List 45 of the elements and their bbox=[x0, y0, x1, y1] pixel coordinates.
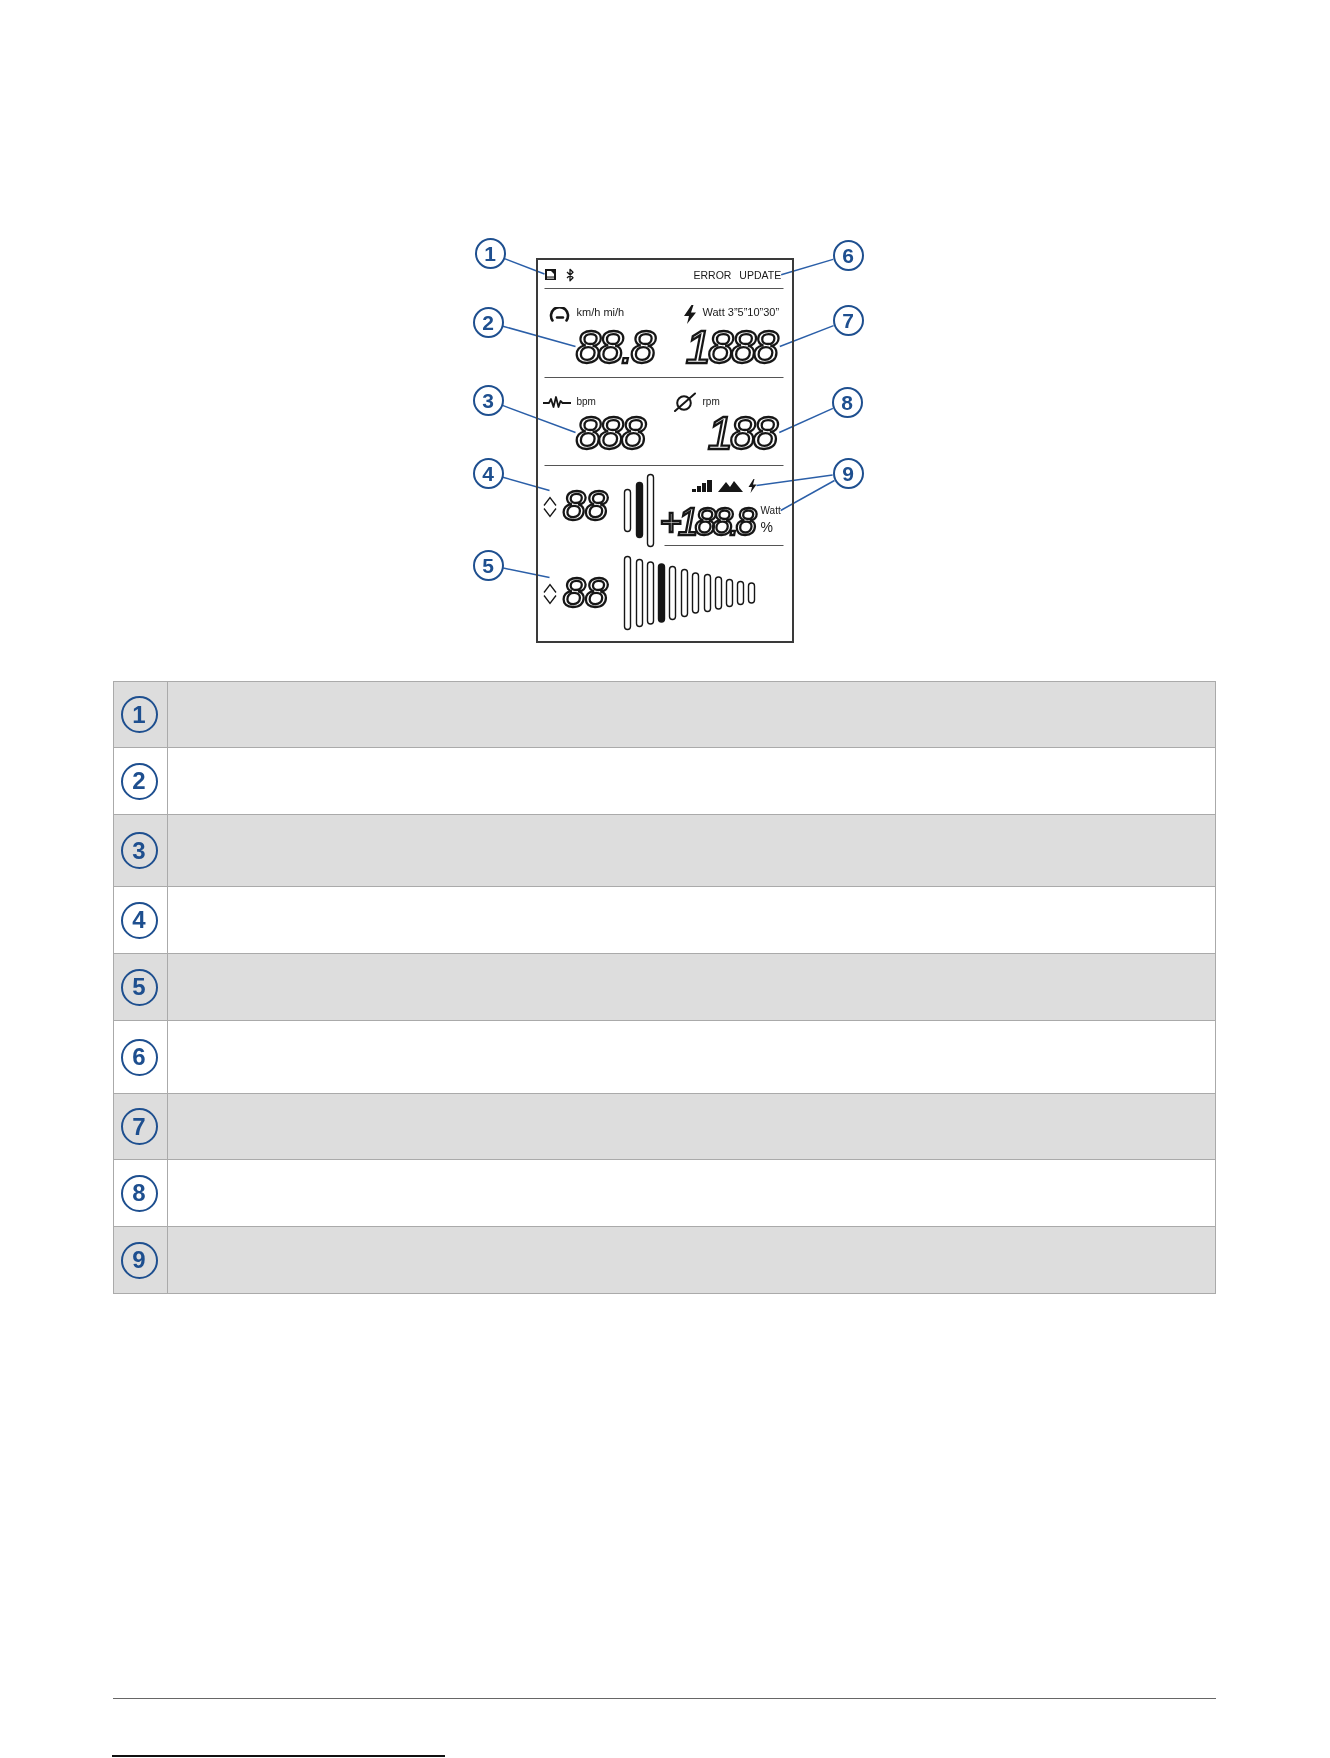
leader-line bbox=[779, 324, 835, 348]
callout-number: 4 bbox=[120, 901, 158, 939]
unit-label: bpm bbox=[576, 396, 596, 407]
leader-line bbox=[755, 474, 834, 487]
leader-line bbox=[503, 257, 546, 275]
digit-readout: 888 bbox=[575, 409, 648, 456]
callout-number: 5 bbox=[120, 968, 158, 1006]
digit-readout: 1888 bbox=[685, 323, 780, 370]
status-text: ERROR UPDATE bbox=[693, 269, 782, 280]
callout-number: 6 bbox=[832, 239, 864, 271]
callout-number: 8 bbox=[831, 386, 863, 418]
callout-number: 6 bbox=[120, 1038, 158, 1076]
digit-readout: 88 bbox=[562, 571, 609, 614]
leader-line bbox=[502, 567, 551, 579]
leader-line bbox=[779, 479, 836, 512]
digit-readout: 88 bbox=[562, 484, 609, 527]
callout-number: 3 bbox=[472, 384, 504, 416]
leader-line bbox=[502, 325, 577, 348]
lightning-bolt-icon bbox=[747, 478, 757, 493]
callout-number: 8 bbox=[120, 1174, 158, 1212]
callout-number: 9 bbox=[832, 457, 864, 489]
callout-number: 2 bbox=[472, 306, 504, 338]
callout-number: 3 bbox=[120, 832, 158, 869]
leader-line bbox=[501, 404, 577, 434]
unit-label: % bbox=[760, 519, 773, 534]
digit-readout: +188.8 bbox=[659, 502, 755, 541]
callout-number: 1 bbox=[120, 696, 158, 733]
callout-number: 7 bbox=[832, 304, 864, 336]
unit-label: Watt bbox=[760, 505, 781, 516]
leader-line bbox=[778, 407, 834, 434]
unit-label: rpm bbox=[702, 396, 720, 407]
leader-line bbox=[780, 258, 834, 276]
unit-label: km/h mi/h bbox=[576, 306, 625, 318]
callout-number: 1 bbox=[474, 237, 506, 269]
callout-number: 9 bbox=[120, 1241, 158, 1279]
callout-number: 4 bbox=[472, 457, 504, 489]
digit-readout: 88.8 bbox=[575, 323, 658, 370]
callout-number: 5 bbox=[472, 549, 504, 581]
lcd-screen bbox=[536, 258, 794, 643]
digit-readout: 188 bbox=[707, 409, 780, 456]
callout-number: 7 bbox=[120, 1108, 158, 1145]
leader-line bbox=[502, 476, 551, 492]
battery-icon bbox=[544, 268, 556, 280]
callout-number: 2 bbox=[120, 762, 158, 800]
unit-label: Watt 3”5”10”30” bbox=[702, 306, 780, 318]
